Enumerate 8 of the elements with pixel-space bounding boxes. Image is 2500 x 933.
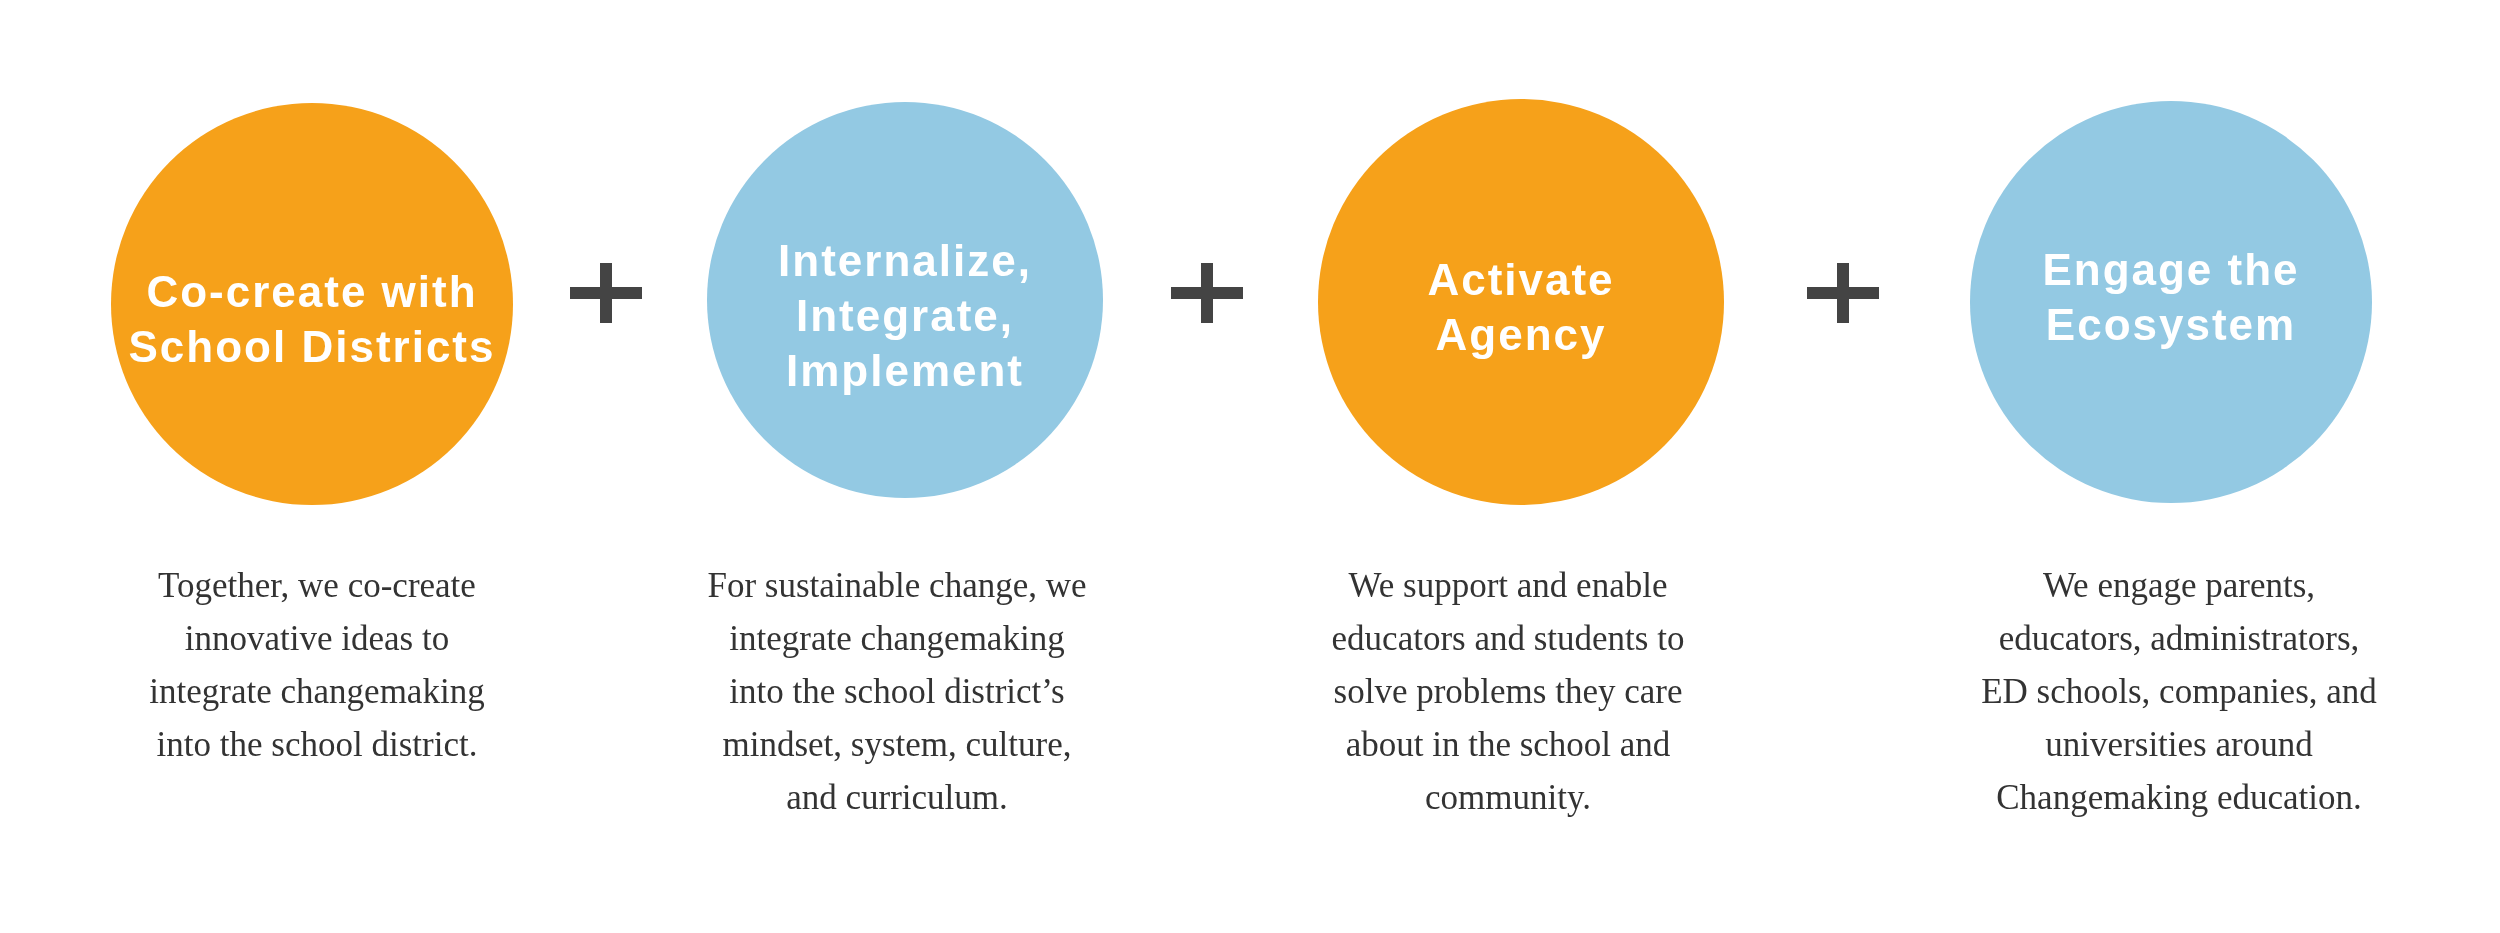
step-description: Together, we co-create innovative ideas to integrate changemaking into the school district. [148, 565, 486, 766]
step-description: We engage parents, educators, administrators, ED schools, companies, and universities around Changemaking education. [1980, 565, 2378, 819]
step-title: Engage the Ecosystem [2041, 244, 2301, 351]
step-description: We support and enable educators and students to solve problems they care about in the school and community. [1330, 565, 1686, 819]
step-description: For sustainable change, we integrate changemaking into the school district’s mindset, system, culture, and curriculum. [706, 565, 1088, 819]
step-title: Activate Agency [1426, 254, 1616, 361]
step-title: Co-create with School Districts [127, 266, 497, 373]
step-title: Internalize, Integrate, Implement [777, 234, 1033, 397]
